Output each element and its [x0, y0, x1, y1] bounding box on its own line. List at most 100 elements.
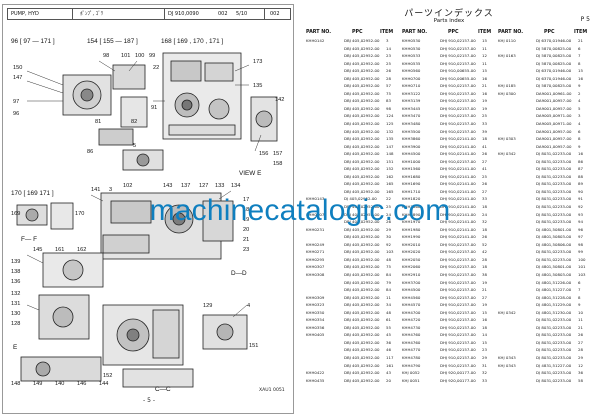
- item-cell: 79: [386, 279, 391, 285]
- ppc-cell: DHJ 910,02157-00: [440, 113, 476, 119]
- callout: 91: [151, 105, 157, 111]
- item-cell: 6: [578, 45, 581, 51]
- section-dd-label: D—D: [231, 270, 247, 277]
- ppc-cell: DBJ 405,02952-00: [344, 287, 380, 293]
- item-cell: 124: [386, 113, 394, 119]
- item-cell: 4: [578, 121, 581, 127]
- ppc-cell: DHJ 910,02157-00: [440, 241, 476, 247]
- item-cell: 2: [578, 90, 581, 96]
- part-no-cell: KHJ 0051: [402, 377, 420, 383]
- item-cell: 58: [578, 377, 583, 383]
- part-no-cell: KHH0356: [306, 324, 325, 330]
- item-cell: 32: [482, 219, 487, 225]
- ppc-cell: DJ 8031,02233-00: [536, 249, 572, 255]
- ppc-cell: DJ 4831,51227-00: [536, 362, 572, 368]
- col-header-part-no: PART NO.: [402, 30, 428, 35]
- callout: 130: [11, 311, 20, 317]
- part-no-cell: KHH0143: [306, 196, 325, 202]
- item-cell: 84: [386, 287, 391, 293]
- ppc-cell: DBJ 405,02952-00: [344, 68, 380, 74]
- callout: 140: [55, 381, 64, 387]
- callout: 157: [273, 151, 282, 157]
- item-cell: 26: [482, 181, 487, 187]
- part-no-cell: KHH1890: [402, 211, 421, 217]
- ppc-cell: DBJ 405,02952-00: [344, 188, 380, 194]
- ppc-cell: DHJ 910,02141-00: [440, 226, 476, 232]
- callout: 20: [243, 227, 249, 233]
- ppc-cell: DBJ 405,02952-00: [344, 332, 380, 338]
- callout: 170: [75, 211, 84, 217]
- ppc-cell: DA9001,00957-00: [536, 105, 572, 111]
- item-cell: 11: [482, 60, 487, 66]
- item-cell: 93: [578, 211, 583, 217]
- part-no-cell: KHH0323: [306, 302, 325, 308]
- item-cell: 8: [578, 60, 581, 66]
- part-no-cell: KHH4720: [402, 317, 421, 323]
- item-cell: 162: [386, 173, 394, 179]
- item-cell: 57: [386, 83, 391, 89]
- callout: 127: [199, 183, 208, 189]
- item-cell: 8: [578, 294, 581, 300]
- item-cell: 18: [482, 204, 487, 210]
- item-cell: 75: [386, 90, 391, 96]
- index-subtitle: Parts index: [433, 18, 465, 24]
- item-cell: 18: [482, 136, 487, 142]
- part-no-cell: KHH0354: [306, 317, 325, 323]
- item-cell: 21: [578, 38, 583, 43]
- ppc-cell: DHJ 910,02157-00: [440, 60, 476, 66]
- header-seq: 002: [218, 11, 228, 17]
- ppc-cell: DBJ 405,02952-00: [344, 317, 380, 323]
- callout: 162: [77, 247, 86, 253]
- callout: 142: [275, 97, 284, 103]
- callout: 134: [231, 183, 240, 189]
- item-cell: 32: [482, 370, 487, 376]
- ppc-cell: DJ 8031,02233-00: [536, 196, 572, 202]
- ppc-cell: DHJ 910,02141-00: [440, 166, 476, 172]
- callout: 141: [91, 187, 100, 193]
- callout: 132: [11, 291, 20, 297]
- item-cell: 4: [578, 98, 581, 104]
- callout: 99: [149, 53, 155, 59]
- item-cell: 24: [386, 211, 391, 217]
- item-cell: 33: [482, 377, 487, 383]
- part-no-cell: KHH2010: [402, 241, 421, 247]
- item-cell: 5: [578, 105, 581, 111]
- item-cell: 98: [386, 105, 391, 111]
- item-cell: 3: [386, 38, 389, 43]
- item-cell: 12: [482, 53, 487, 59]
- col-header-item: ITEM: [380, 30, 394, 35]
- ppc-cell: DJ 4801,51227-00: [536, 287, 572, 293]
- item-cell: 42: [482, 249, 487, 255]
- part-no-cell: KHH4760: [402, 332, 421, 338]
- item-cell: 25: [386, 60, 391, 66]
- callout: 138: [11, 269, 20, 275]
- ppc-cell: DA9001,00961-00: [536, 90, 572, 96]
- part-no-cell: KHJ 0110: [498, 38, 516, 43]
- ppc-cell: DBJ 405,02952-00: [344, 158, 380, 164]
- item-cell: 26: [482, 151, 487, 157]
- col-header-part-no: PART NO.: [498, 30, 524, 35]
- ppc-cell: DJ 8031,02233-00: [536, 324, 572, 330]
- ppc-cell: DJ 4801,50803-00: [536, 234, 572, 240]
